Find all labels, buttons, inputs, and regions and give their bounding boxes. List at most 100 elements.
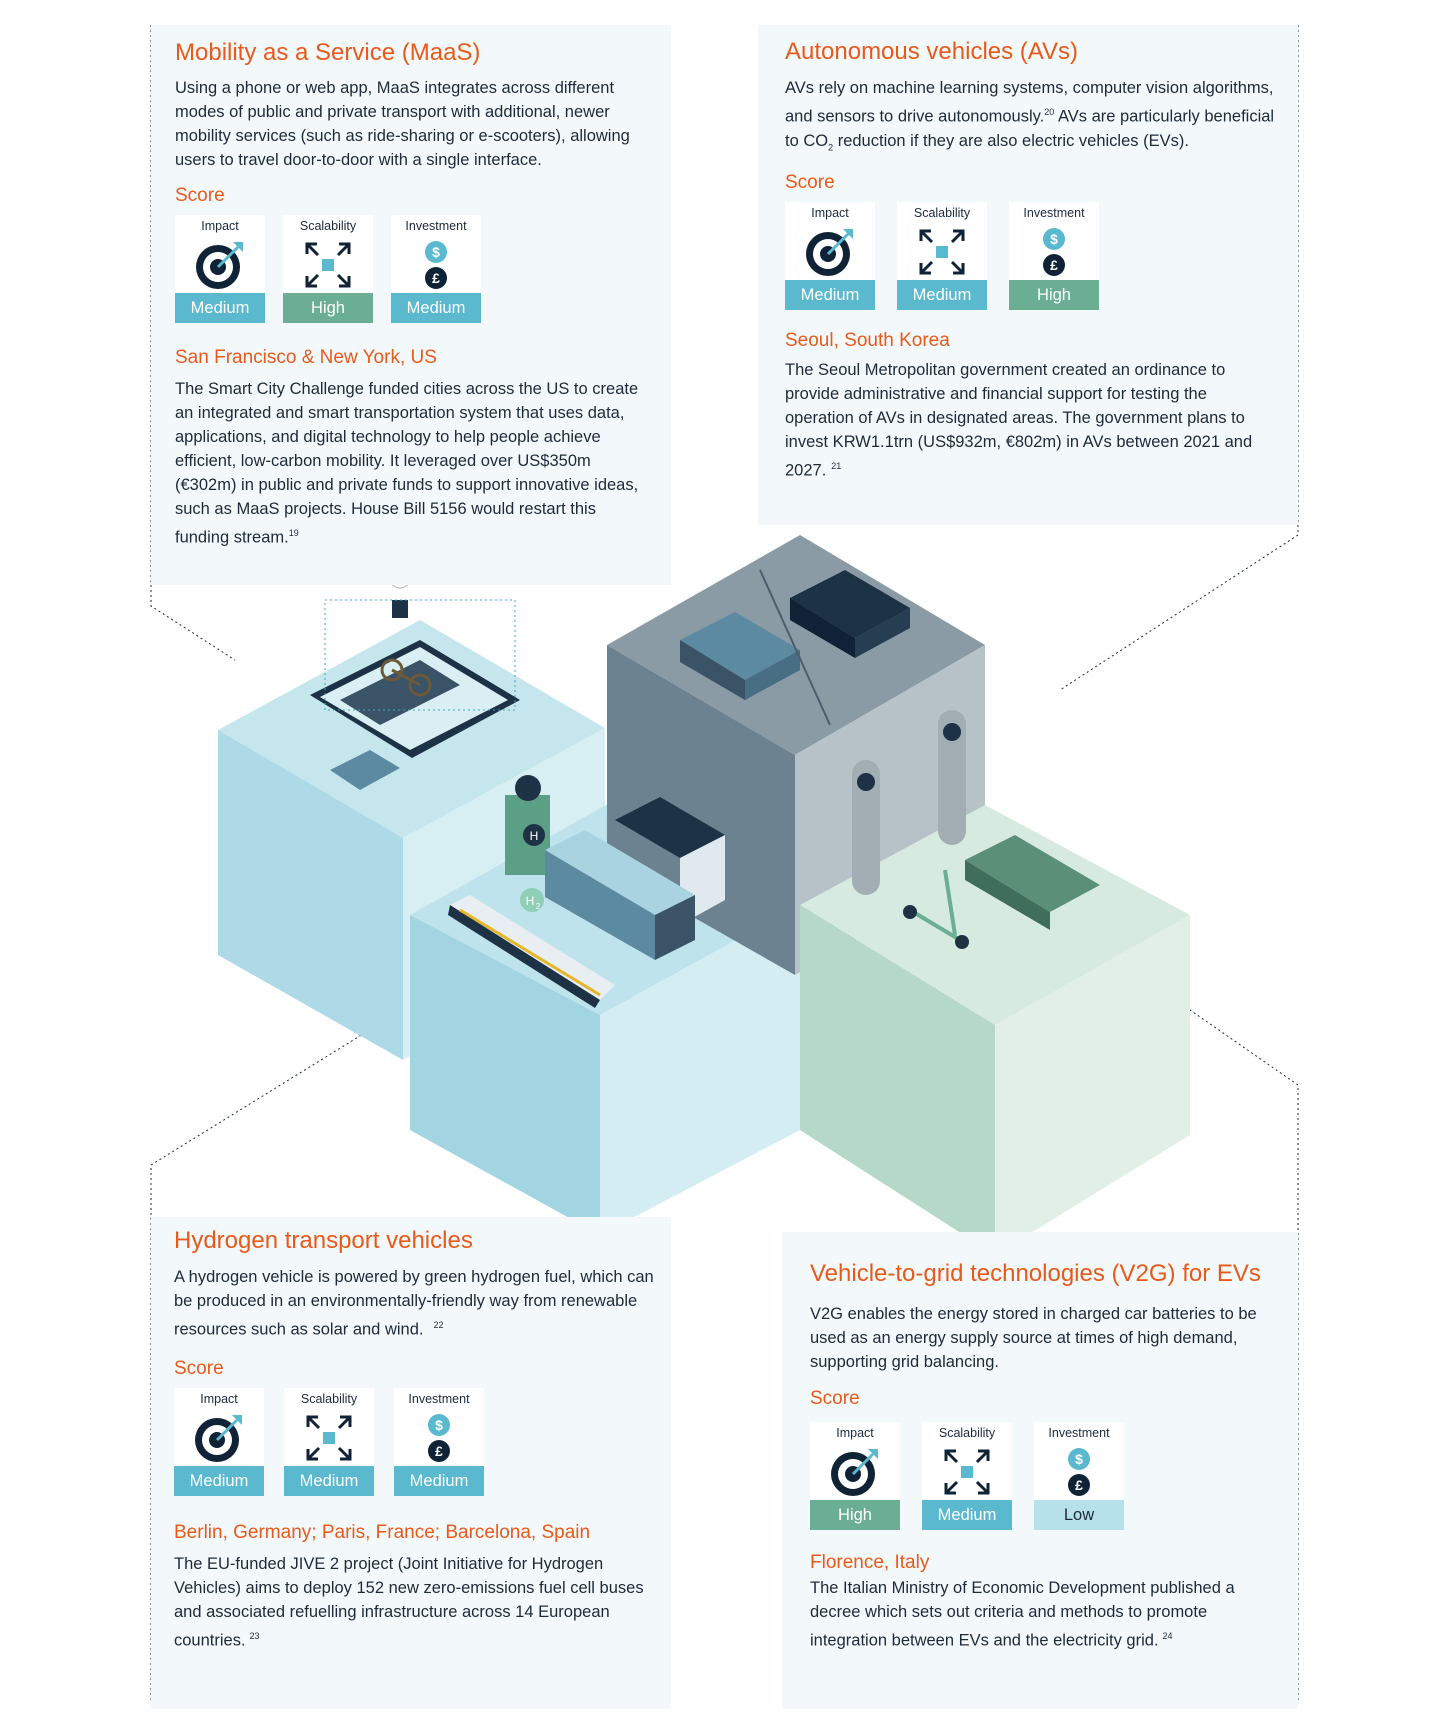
maas-card: Mobility as a Service (MaaS) Using a pho… [151,25,671,585]
scalability-value: Medium [922,1500,1012,1530]
hydrogen-score-row: Impact Medium Scalability Medium Investm… [174,1387,648,1496]
hydrogen-card: Hydrogen transport vehicles A hydrogen v… [151,1217,671,1709]
currency-coins-icon: $£ [391,237,481,293]
avs-case-title: Seoul, South Korea [785,329,950,351]
expand-arrows-icon [284,1410,374,1466]
investment-label: Investment [408,1391,470,1406]
impact-value: Medium [175,293,265,323]
scalability-label: Scalability [913,205,971,220]
impact-value: Medium [174,1465,264,1496]
impact-score: Impact Medium [174,1387,264,1496]
expand-arrows-icon [283,237,373,293]
svg-text:$: $ [432,244,440,260]
investment-score: Investment $£ Medium [391,215,481,323]
hydrogen-case-title: Berlin, Germany; Paris, France; Barcelon… [174,1521,591,1543]
investment-value: Medium [394,1465,484,1496]
phone-connection-outline [324,599,516,711]
impact-label: Impact [811,205,849,220]
v2g-score-label: Score [810,1388,860,1409]
svg-text:£: £ [432,270,440,286]
svg-text:2: 2 [536,902,541,911]
currency-coins-icon: $£ [1009,224,1099,280]
avs-description: AVs rely on machine learning systems, co… [785,79,1275,152]
target-icon [174,1410,264,1466]
expand-arrows-icon [897,224,987,280]
impact-value: High [810,1500,900,1530]
impact-score: Impact Medium [785,201,875,310]
avs-score-row: Impact Medium Scalability Medium Investm… [785,201,1271,310]
v2g-case-text: The Italian Ministry of Economic Develop… [810,1579,1235,1650]
svg-text:$: $ [1075,1451,1083,1467]
svg-text:H: H [526,894,535,908]
impact-value: Medium [785,279,875,310]
scalability-value: Medium [897,279,987,310]
scalability-value: Medium [284,1465,374,1496]
svg-text:$: $ [435,1417,443,1433]
electric-car-icon [965,835,1100,930]
v2g-cube [800,805,1190,1255]
avs-card: Autonomous vehicles (AVs) AVs rely on ma… [758,25,1298,525]
h2-bubble-icon: H 2 [520,888,544,912]
currency-coins-icon: $£ [394,1410,484,1466]
direction-arrows [759,569,831,726]
v2g-title: Vehicle-to-grid technologies (V2G) for E… [810,1260,1261,1287]
autonomous-car-icon [680,612,800,700]
connector-lines [150,25,1299,1700]
maas-title: Mobility as a Service (MaaS) [175,39,481,66]
investment-score: Investment $£ High [1009,201,1099,310]
currency-coins-icon: $£ [1034,1444,1124,1500]
svg-text:£: £ [1050,257,1058,273]
v2g-description: V2G enables the energy stored in charged… [810,1305,1257,1371]
maas-case-title: San Francisco & New York, US [175,347,437,368]
impact-label: Impact [200,1391,238,1406]
train-icon [448,895,615,1008]
avs-score-label: Score [785,171,835,193]
investment-value: Low [1034,1500,1124,1530]
impact-label: Impact [201,219,239,233]
scalability-score: Scalability Medium [922,1422,1012,1530]
v2g-card: Vehicle-to-grid technologies (V2G) for E… [782,1232,1298,1709]
avs-case-text: The Seoul Metropolitan government create… [785,360,1253,480]
expand-arrows-icon [922,1444,1012,1500]
investment-value: High [1009,279,1099,310]
ev-charger-icon [852,710,966,895]
scalability-label: Scalability [299,219,357,233]
v2g-score-row: Impact High Scalability Medium Investmen… [810,1422,1270,1530]
scalability-score: Scalability Medium [284,1387,374,1496]
target-icon [810,1444,900,1500]
investment-score: Investment $£ Low [1034,1422,1124,1530]
scalability-label: Scalability [938,1426,996,1440]
v2g-case-title: Florence, Italy [810,1552,930,1573]
impact-label: Impact [836,1426,874,1440]
hydrogen-case-text: The EU-funded JIVE 2 project (Joint Init… [174,1554,644,1650]
hydrogen-station-icon: H [505,775,550,875]
investment-label: Investment [405,219,467,233]
hydrogen-description: A hydrogen vehicle is powered by green h… [174,1268,654,1339]
svg-text:£: £ [1075,1477,1083,1493]
bicycle-icon [380,658,432,697]
e-scooter-icon [903,869,969,949]
maas-score-row: Impact Medium Scalability High Investmen… [175,215,647,323]
autonomous-car-icon-2 [790,570,910,658]
hydrogen-title: Hydrogen transport vehicles [174,1227,473,1254]
investment-label: Investment [1048,1426,1110,1440]
avs-title: Autonomous vehicles (AVs) [785,38,1079,65]
target-icon [785,224,875,280]
impact-score: Impact High [810,1422,900,1530]
maas-case-text: The Smart City Challenge funded cities a… [175,380,639,547]
target-icon [175,237,265,293]
scalability-score: Scalability High [283,215,373,323]
svg-text:$: $ [1050,231,1058,247]
hydrogen-score-label: Score [174,1357,224,1379]
investment-value: Medium [391,293,481,323]
svg-text:£: £ [435,1443,443,1459]
hydrogen-bus-icon [545,830,695,960]
maas-description: Using a phone or web app, MaaS integrate… [175,79,630,169]
svg-text:H: H [530,829,539,843]
impact-score: Impact Medium [175,215,265,323]
investment-label: Investment [1023,205,1085,220]
scalability-label: Scalability [300,1391,358,1406]
investment-score: Investment $£ Medium [394,1387,484,1496]
phone-illustration [310,640,520,790]
